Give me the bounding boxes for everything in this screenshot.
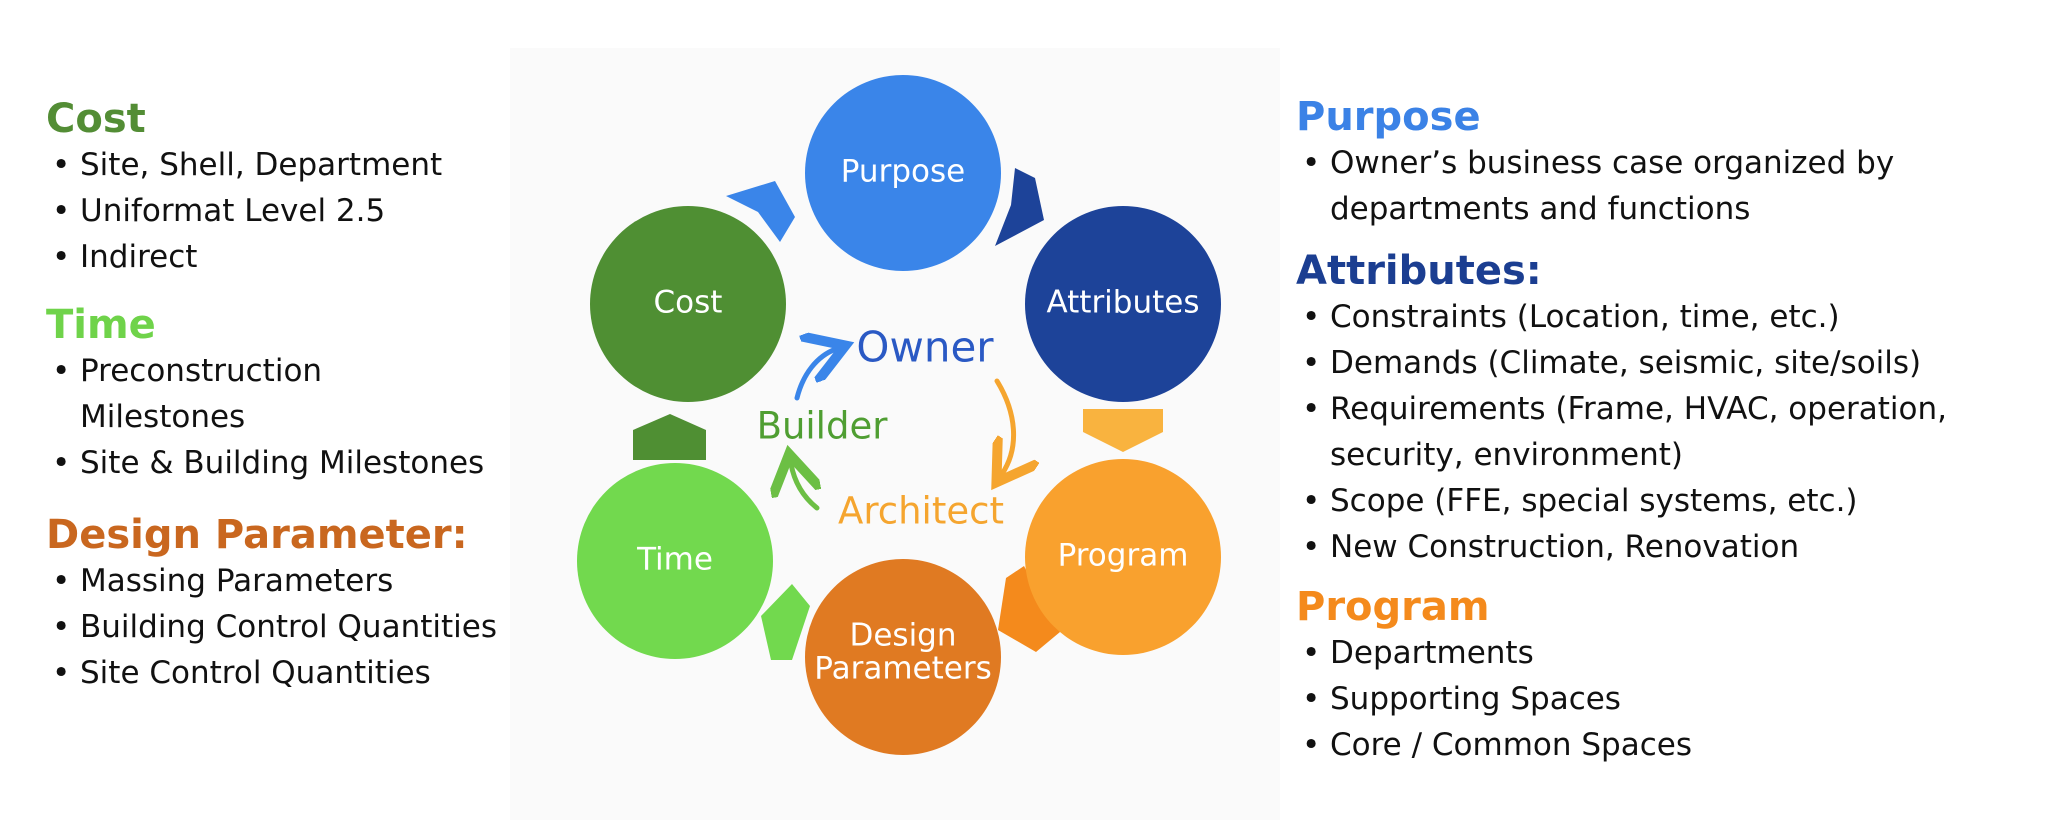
purpose-node: Purpose [805,75,1001,271]
connector-purpose-to-attributes [995,168,1044,246]
owner-label: Owner [856,323,994,372]
list-item: Departments [1296,630,2036,676]
connector-cost-to-purpose [726,181,795,242]
cost-heading: Cost [46,96,146,142]
architect-to-builder-arrow [791,464,817,511]
time-list: Preconstruction Milestones Site & Buildi… [46,348,566,486]
attributes-section: Attributes: Constraints (Location, time,… [1296,248,2036,570]
connector-attributes-to-program [1083,409,1163,452]
design-node-label-line2: Parameters [814,651,991,687]
program-heading: Program [1296,584,1490,630]
purpose-section: Purpose Owner’s business case organized … [1296,94,2036,232]
list-item: Preconstruction Milestones [46,348,380,440]
connector-program-to-design [998,566,1060,652]
builder-to-owner-arrow [794,349,836,401]
purpose-list: Owner’s business case organized by depar… [1296,140,2036,232]
cost-node-label: Cost [654,285,723,321]
list-item: Demands (Climate, seismic, site/soils) [1296,340,2036,386]
cost-list: Site, Shell, Department Uniformat Level … [46,142,566,280]
design-parameters-node: Design Parameters [805,559,1001,755]
attributes-node-label: Attributes [1046,285,1199,321]
program-node-label: Program [1058,538,1189,574]
list-item: Core / Common Spaces [1296,722,2036,768]
time-heading: Time [46,302,156,348]
program-list: Departments Supporting Spaces Core / Com… [1296,630,2036,768]
time-node: Time [577,463,773,659]
connector-design-to-time [761,584,810,660]
list-item: Constraints (Location, time, etc.) [1296,294,2036,340]
list-item: Site, Shell, Department [46,142,566,188]
architect-label: Architect [838,490,1004,533]
list-item: Uniformat Level 2.5 [46,188,566,234]
attributes-node: Attributes [1025,206,1221,402]
attributes-heading: Attributes: [1296,248,1542,294]
time-node-label: Time [636,542,713,578]
list-item: Scope (FFE, special systems, etc.) [1296,478,2036,524]
list-item: Requirements (Frame, HVAC, operation, se… [1296,386,2030,478]
list-item: Indirect [46,234,566,280]
purpose-node-label: Purpose [841,154,965,190]
builder-label: Builder [757,405,889,448]
purpose-heading: Purpose [1296,94,1481,140]
list-item: New Construction, Renovation [1296,524,2036,570]
owner-to-architect-arrow [997,378,1014,474]
design-parameter-heading: Design Parameter: [46,512,468,558]
list-item: Supporting Spaces [1296,676,2036,722]
list-item: Building Control Quantities [46,604,566,650]
attributes-list: Constraints (Location, time, etc.) Deman… [1296,294,2036,570]
list-item: Site & Building Milestones [46,440,566,486]
cost-node: Cost [590,206,786,402]
design-parameter-section: Design Parameter: Massing Parameters Bui… [46,512,566,696]
cost-section: Cost Site, Shell, Department Uniformat L… [46,96,566,280]
right-panel: Purpose Owner’s business case organized … [1296,94,2036,768]
list-item: Owner’s business case organized by depar… [1296,140,1920,232]
list-item: Massing Parameters [46,558,566,604]
connector-time-to-cost [633,414,706,460]
design-node-label-line1: Design [849,618,956,654]
program-node: Program [1025,459,1221,655]
left-panel: Cost Site, Shell, Department Uniformat L… [46,96,566,696]
design-parameter-list: Massing Parameters Building Control Quan… [46,558,566,696]
program-section: Program Departments Supporting Spaces Co… [1296,584,2036,768]
list-item: Site Control Quantities [46,650,566,696]
time-section: Time Preconstruction Milestones Site & B… [46,302,566,486]
